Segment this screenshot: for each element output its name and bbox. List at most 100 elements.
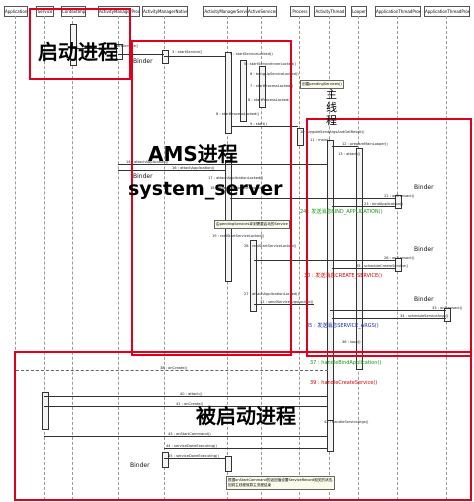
lifeline [15,16,16,500]
message-label: 8 : startProcessLocked() [248,98,292,102]
note-onstartcommand: 根据onStartCommand的返回值设置ServiceRecord相关的状态… [226,476,336,490]
message-label: 9 : start() [250,122,267,126]
message-arrow [118,164,328,165]
message-label: 26 : onTransact() [384,256,415,260]
message-arrow [332,268,396,269]
message-label: 38 : onCreate() [160,366,188,370]
activation-bar [162,452,169,468]
message-arrow [330,310,446,311]
return-arrow [16,370,328,371]
activation-bar [116,44,123,60]
message-arrow [230,198,396,199]
message-label: 33 : onTransact() [432,306,463,310]
message-label: 31 : sendServiceArgsLocked() [260,300,314,304]
region-start-process [29,8,131,80]
lane-am-native: ActivityManagerNative [142,6,188,17]
activation-bar [444,308,451,322]
message-label: 13 : attach() [338,152,361,156]
region-label-start-process: 启动进程 [38,40,118,64]
region-label-ams: AMS进程 [148,142,238,166]
lifeline [261,16,262,500]
activation-bar [225,52,232,134]
message-label: 27 : attachApplicationLocked() [244,292,299,296]
lane-am-proxy: ActivityManagerProxy [98,6,140,17]
note-pending-services: 由pendingServices拿到需要启动的Service [214,220,290,229]
message-label: 30 : 发送消息CREATE_SERVICE() [304,273,383,279]
lane-application: Application [4,6,28,17]
region-label-main-thread: 主线程 [326,88,337,127]
message-arrow [44,436,328,437]
message-label: 42 : handleServiceArgs() [324,420,369,424]
lane-activity-thread: ActivityThread [314,6,346,17]
message-arrow [118,170,226,171]
region-started-process [14,351,472,501]
message-arrow [164,56,226,57]
message-arrow [332,146,358,147]
message-arrow [254,260,396,261]
message-label: 19 : realStartServiceLocked() [212,234,265,238]
lifeline [72,16,73,500]
lifeline [118,16,119,500]
message-arrow [254,304,314,305]
message-label: 4 : startServiceLocked() [230,52,273,56]
message-label: 41 : onCreate() [176,402,204,406]
lane-active-services: ActiveServices [247,6,277,17]
activation-bar [356,148,363,370]
region-ams-process [131,40,292,356]
message-label: 44 : serviceDoneExecuting() [166,444,217,448]
message-label: 35 : 发送消息SERVICE_ARGS() [306,323,379,329]
message-label: 14 : attachApplication() [126,160,169,164]
message-arrow [332,206,396,207]
lane-ams: ActivityManagerService [203,6,253,17]
activation-bar [70,24,77,66]
message-label: 23 : bindApplication() [364,202,403,206]
binder-label: Binder [414,184,434,191]
message-label: 12 : prepareMainLooper() [342,142,388,146]
message-label: 3 : startService() [172,50,203,54]
binder-label: Binder [133,173,153,180]
activation-bar [162,50,169,64]
binder-label: Binder [130,462,150,469]
message-arrow [44,396,328,397]
message-arrow [164,448,328,449]
message-label: 5 : startServiceInnerLocked() [244,62,297,66]
message-label: 2 : startService() [108,44,139,48]
message-label: 24 : 发送消息BIND_APPLICATION() [300,209,383,215]
binder-label: Binder [133,58,153,65]
message-label: 18 : attachApplicationLocked() [210,186,265,190]
message-label: 25 : scheduleCreateService() [356,264,409,268]
activation-bar [42,392,49,430]
message-label: 40 : attach() [180,392,203,396]
activation-bar [250,240,257,312]
message-arrow [44,406,328,407]
message-label: 28 : realStartServiceLocked() [244,244,297,248]
message-label: 37 : handleBindApplication() [310,360,382,366]
activation-bar [259,66,266,108]
message-arrow [72,48,118,49]
message-label: 22 : onTransact() [384,194,415,198]
lane-service: Service [36,6,54,17]
message-label: 6 : bringUpServiceLocked() [250,72,299,76]
message-arrow [118,54,164,55]
message-arrow [164,458,226,459]
message-label: 43 : onStartCommand() [168,432,211,436]
message-label: 36 : loop() [342,340,361,344]
region-main-thread [306,118,472,357]
message-label: 16 : attachApplication() [172,166,215,170]
message-label: 17 : attachApplicationLocked() [208,176,263,180]
activation-bar [240,60,247,122]
message-arrow [232,126,298,127]
lane-looper: Looper [351,6,367,17]
lifeline [44,16,45,500]
message-label: 7 : startProcessLocked() [250,84,294,88]
lifeline [164,16,165,500]
message-label: 39 : handleCreateService() [310,380,378,386]
lane-app-thread-proxy-1: ApplicationThreadProxy [375,6,421,17]
activation-bar [395,195,402,209]
message-label: 34 : scheduleServiceArgs() [400,314,449,318]
lifeline [446,16,447,500]
message-label: 45 : serviceDoneExecuting() [168,454,219,458]
binder-label: Binder [414,296,434,303]
lane-contextimpl: ContextImpl [61,6,86,17]
activation-bar [297,128,304,146]
